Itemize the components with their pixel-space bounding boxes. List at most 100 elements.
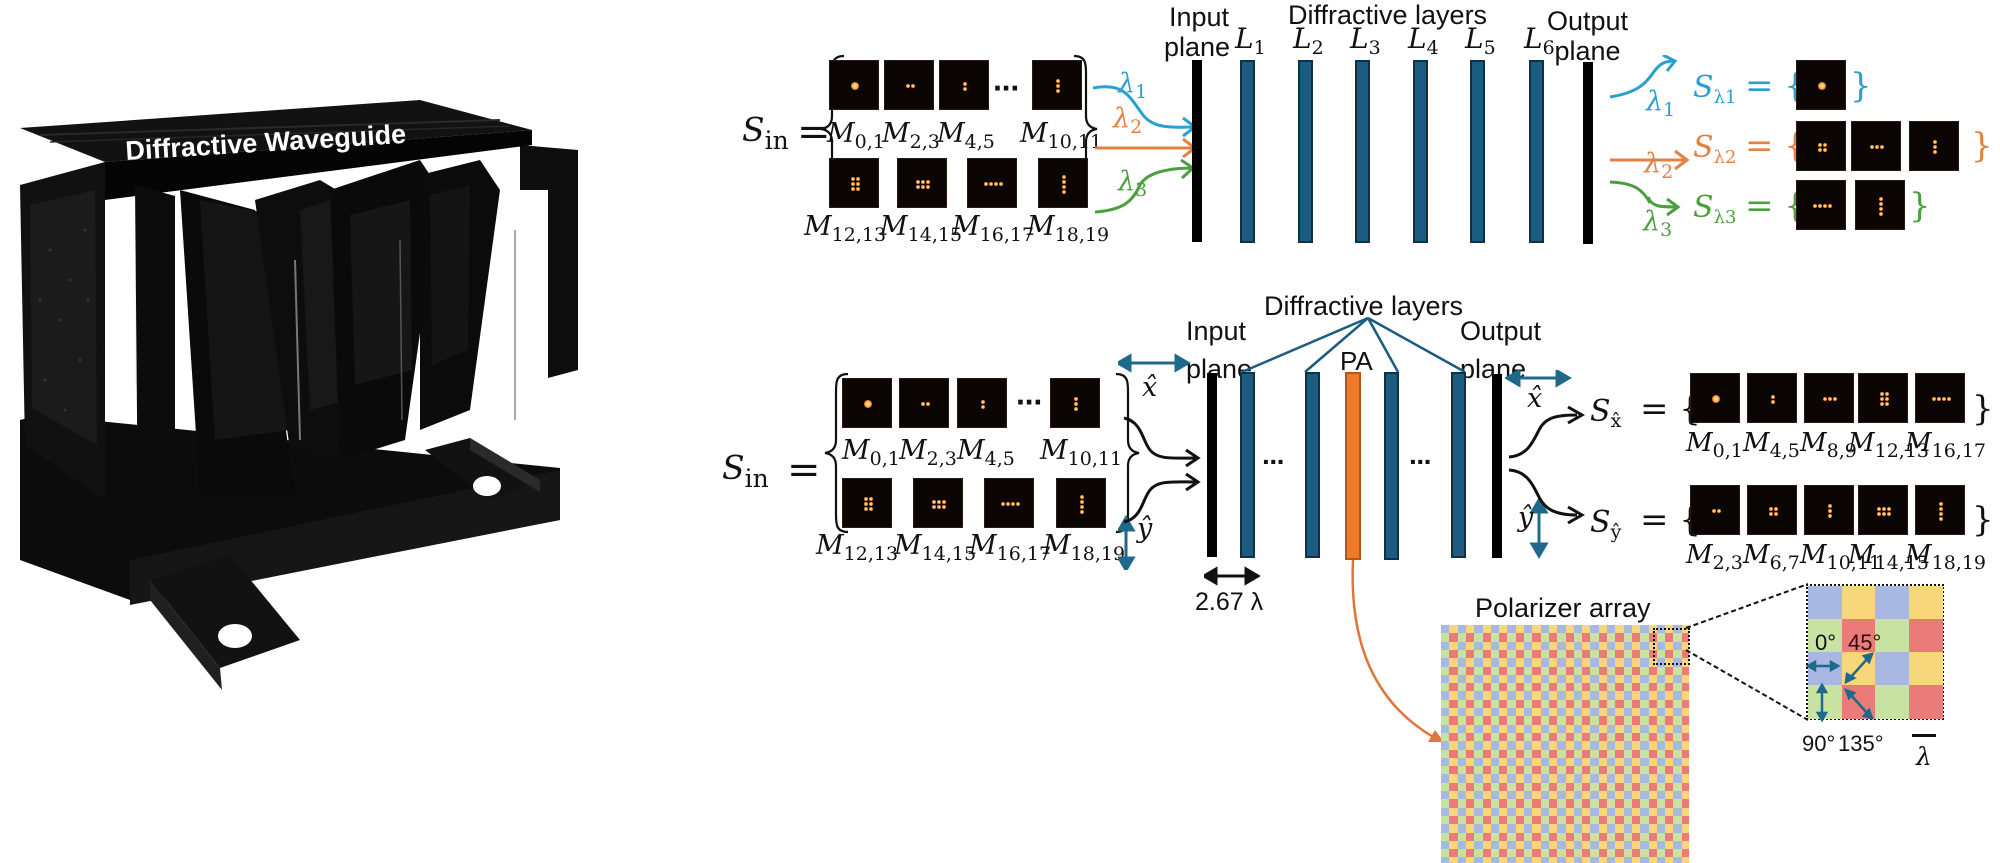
polarizer-pixel <box>1615 691 1625 701</box>
polarizer-pixel <box>1590 699 1600 709</box>
polarizer-pixel <box>1557 766 1566 775</box>
polarizer-pixel <box>1623 732 1633 742</box>
polarizer-pixel <box>1573 832 1583 842</box>
polarizer-pixel <box>1507 815 1517 825</box>
polarizer-pixel <box>1665 774 1674 784</box>
polarizer-pixel <box>1532 832 1542 842</box>
polarizer-pixel <box>1524 791 1533 800</box>
pol-arrow-90deg <box>1815 682 1829 722</box>
top-out-lambda3-label: λ3 <box>1643 206 1673 241</box>
polarizer-pixel <box>1532 732 1542 742</box>
polarizer-pixel <box>1490 691 1500 701</box>
polarizer-pixel <box>1623 674 1633 684</box>
polarizer-pixel <box>1515 699 1525 709</box>
polarizer-pixel <box>1499 782 1508 792</box>
polarizer-pixel <box>1640 691 1649 701</box>
polarizer-pixel <box>1565 625 1575 634</box>
polarizer-pixel <box>1673 782 1683 792</box>
polarizer-pixel <box>1482 774 1492 784</box>
polarizer-pixel <box>1524 674 1533 684</box>
polarizer-pixel <box>1499 732 1508 742</box>
polarizer-pixel <box>1565 832 1575 842</box>
polarizer-pixel <box>1557 699 1566 709</box>
polarizer-pixel <box>1507 732 1517 742</box>
polarizer-pixel <box>1532 766 1542 775</box>
mode-label: M12,13 <box>816 530 899 565</box>
polarizer-pixel <box>1631 824 1641 833</box>
y-input-curve-arrow <box>1123 480 1199 524</box>
mode-spot <box>1939 511 1943 516</box>
polarizer-pixel <box>1507 782 1517 792</box>
inset-cell-green <box>1875 685 1909 719</box>
polarizer-pixel <box>1681 840 1689 850</box>
polarizer-pixel <box>1598 782 1608 792</box>
polarizer-pixel <box>1441 857 1450 863</box>
mode-spot <box>1879 211 1883 216</box>
polarizer-pixel <box>1665 658 1674 667</box>
polarizer-pixel <box>1449 716 1459 726</box>
polarizer-pixel <box>1623 724 1633 734</box>
output-set-label-1: Sλ1 <box>1693 70 1737 108</box>
polarizer-pixel <box>1665 757 1674 767</box>
polarizer-pixel <box>1449 633 1459 643</box>
polarizer-pixel <box>1631 732 1641 742</box>
polarizer-pixel <box>1615 749 1625 759</box>
polarizer-pixel <box>1524 799 1533 809</box>
mode-pattern-tile <box>899 378 949 428</box>
polarizer-pixel <box>1665 840 1674 850</box>
polarizer-pixel <box>1474 708 1483 717</box>
polarizer-pixel <box>1648 732 1658 742</box>
mode-spot <box>1882 506 1886 511</box>
polarizer-pixel <box>1532 840 1542 850</box>
polarizer-pixel <box>1499 857 1508 863</box>
polarizer-pixel <box>1590 849 1600 858</box>
polarizer-pixel <box>1482 849 1492 858</box>
polarizer-pixel <box>1490 649 1500 659</box>
polarizer-pixel <box>1598 625 1608 634</box>
mode-spot <box>1936 397 1941 401</box>
polarizer-pixel <box>1524 625 1533 634</box>
polarizer-pixel <box>1474 658 1483 667</box>
mode-spot <box>1056 84 1060 88</box>
mode-spot <box>1056 89 1060 93</box>
polarizer-pixel <box>1640 791 1649 800</box>
polarizer-pixel <box>1474 815 1483 825</box>
polarizer-pixel <box>1631 857 1641 863</box>
polarizer-pixel <box>1648 799 1658 809</box>
polarizer-pixel <box>1441 625 1450 634</box>
polarizer-pixel <box>1656 708 1666 717</box>
polarizer-pixel <box>1631 649 1641 659</box>
polarizer-pixel <box>1623 807 1633 817</box>
polarizer-pixel <box>1631 625 1641 634</box>
polarizer-pixel <box>1449 724 1459 734</box>
polarizer-pixel <box>1656 666 1666 676</box>
angle-label-135: 135° <box>1838 731 1884 756</box>
mode-label: M4,5 <box>957 435 1015 470</box>
polarizer-pixel <box>1540 774 1550 784</box>
polarizer-pixel <box>1631 774 1641 784</box>
polarizer-pixel <box>1623 633 1633 643</box>
polarizer-pixel <box>1548 625 1558 634</box>
polarizer-pixel <box>1573 732 1583 742</box>
polarizer-pixel <box>1640 757 1649 767</box>
polarizer-pixel <box>1665 782 1674 792</box>
polarizer-pixel <box>1482 782 1492 792</box>
polarizer-pixel <box>1607 799 1616 809</box>
polarizer-pixel <box>1631 699 1641 709</box>
inset-cell-red <box>1841 619 1876 653</box>
polarizer-pixel <box>1515 649 1525 659</box>
polarizer-pixel <box>1615 757 1625 767</box>
polarizer-pixel <box>1540 674 1550 684</box>
polarizer-pixel <box>1482 799 1492 809</box>
polarizer-pixel <box>1524 708 1533 717</box>
polarizer-pixel <box>1474 807 1483 817</box>
polarizer-pixel <box>1582 708 1591 717</box>
polarizer-pixel <box>1499 799 1508 809</box>
polarizer-pixel <box>1490 633 1500 643</box>
polarizer-pixel <box>1640 724 1649 734</box>
polarizer-pixel <box>1524 699 1533 709</box>
polarizer-pixel <box>1681 708 1689 717</box>
polarizer-pixel <box>1507 724 1517 734</box>
polarizer-pixel <box>1449 774 1459 784</box>
polarizer-pixel <box>1615 699 1625 709</box>
